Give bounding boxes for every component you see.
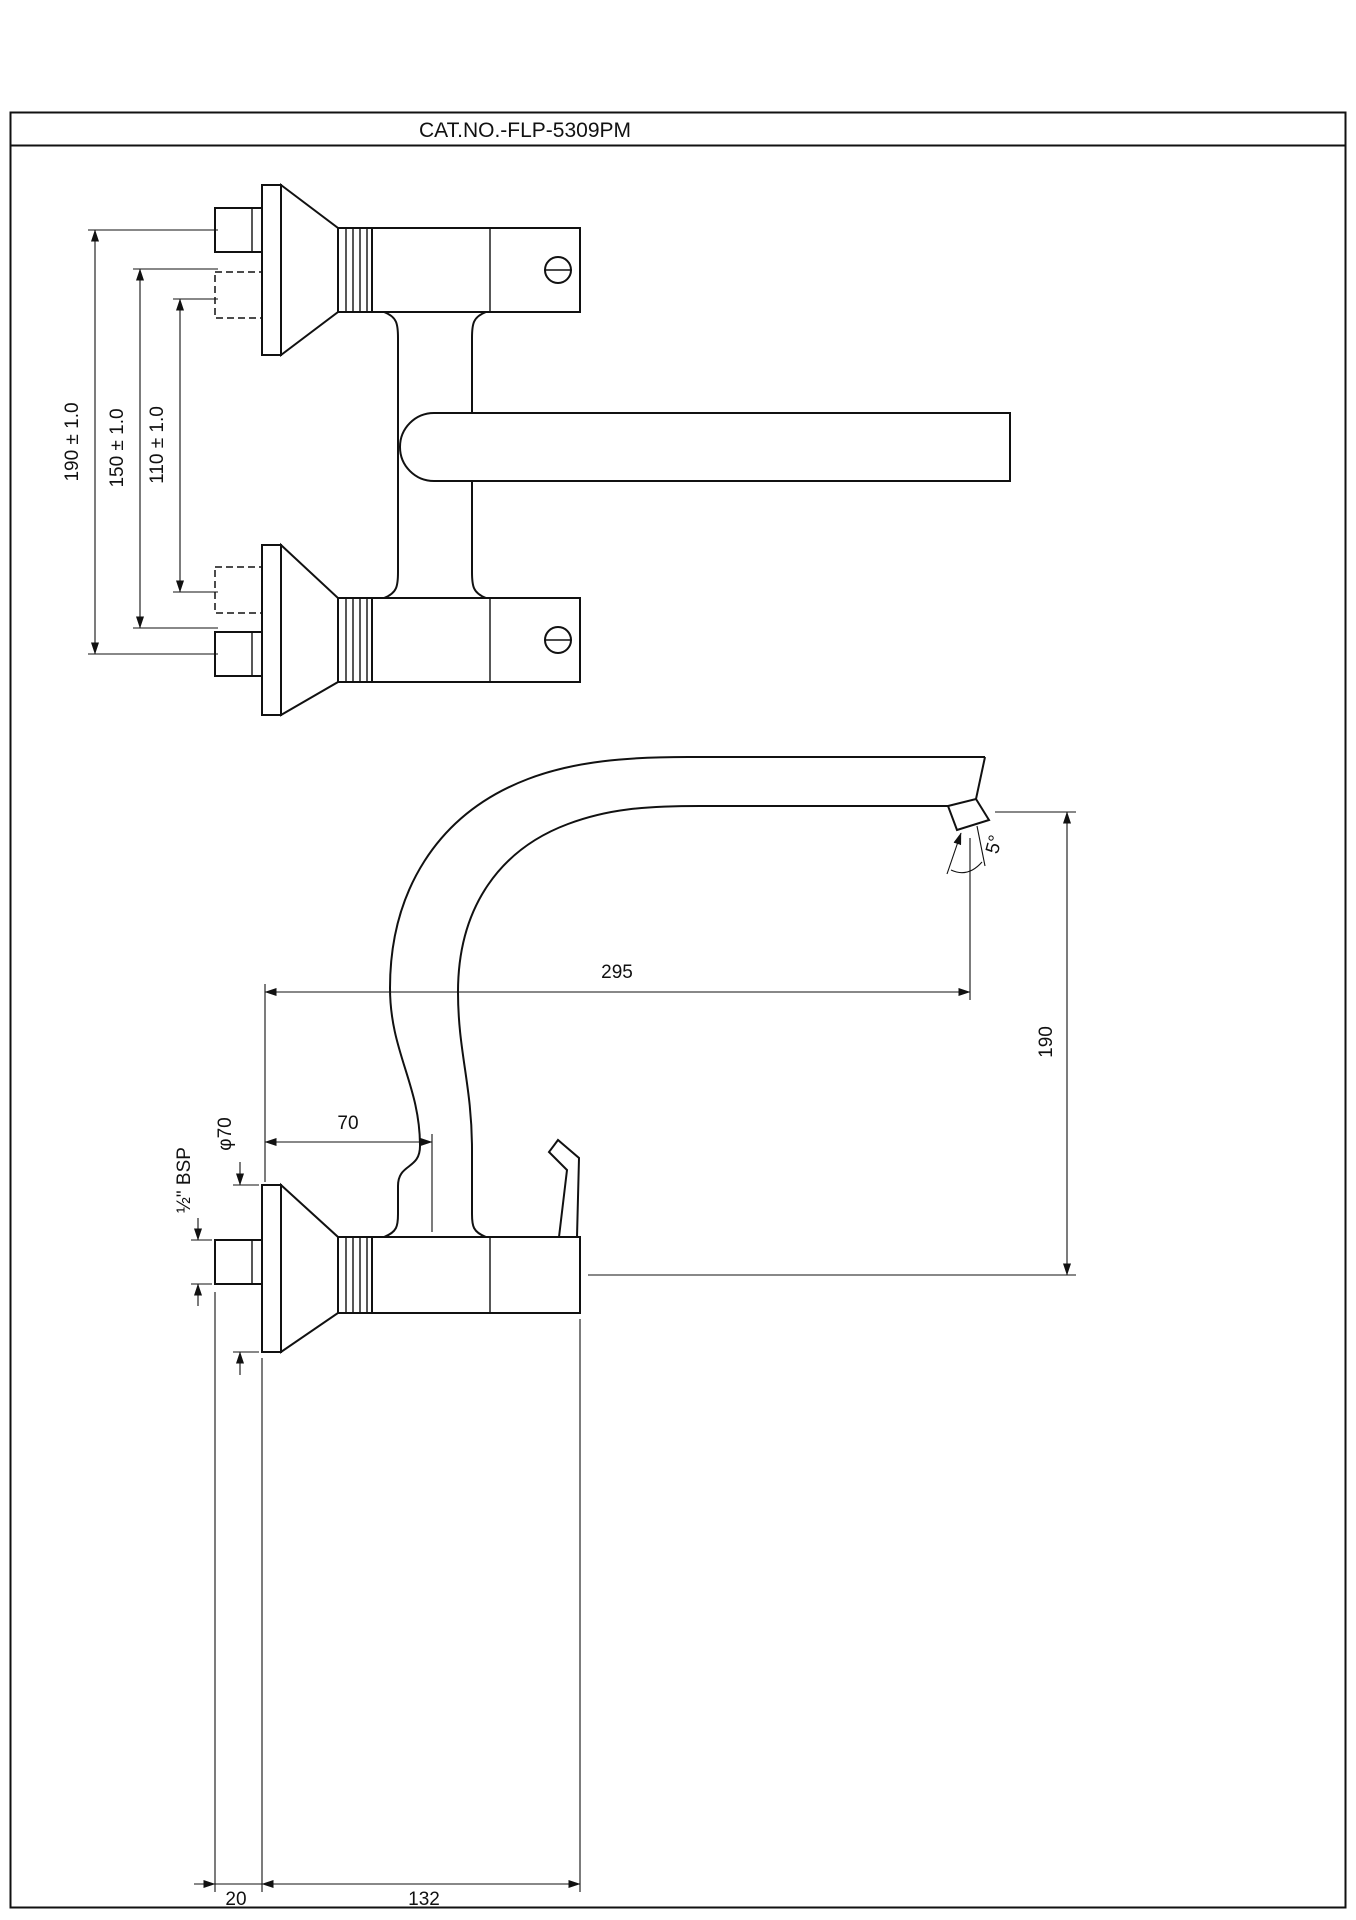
top-escutcheon-plate [261,184,282,356]
dim-label-body-length: 132 [408,1889,440,1910]
side-inlet-nut [214,1239,263,1285]
catalog-number: CAT.NO.-FLP-5309PM [419,119,631,142]
side-escutcheon-plate [261,1184,282,1353]
dim-label-spout-reach: 295 [601,962,633,983]
bottom-escutcheon-plate [261,544,282,716]
dim-label-spout-height: 190 [1036,1026,1057,1058]
dim-label-inlet-mid: 150 ± 1.0 [107,408,128,487]
angle-reference-line [976,825,986,867]
side-dimensions: 295 190 70 φ70 [174,811,1076,1910]
dim-label-outlet-angle: 5° [982,833,1007,856]
bottom-inlet-nut [214,631,263,677]
bottom-collar-knurling [345,598,368,682]
spout-outer-profile [383,756,985,1238]
outlet-angle-callout: 5° [946,825,1007,875]
top-escutcheon-cone [280,182,339,358]
dim-label-flange-diameter: φ70 [215,1117,236,1150]
title-block: CAT.NO.-FLP-5309PM [9,111,1347,1909]
front-dimensions: 190 ± 1.0 150 ± 1.0 110 ± 1.0 [62,229,218,655]
spout-outlet-nozzle [946,797,991,832]
dim-wall-offset: 70 [264,1113,433,1232]
dim-inlet-min: 110 ± 1.0 [147,298,218,593]
angle-arc [950,861,983,874]
dim-inlet-max: 190 ± 1.0 [62,229,218,655]
side-valve-body [371,1236,581,1314]
riser-left-edge [383,311,399,599]
dim-flange-diameter: φ70 [215,1117,259,1375]
front-bottom-assembly [214,542,581,717]
dim-spout-height: 190 [588,811,1076,1276]
spout-bar [399,412,1011,482]
front-top-assembly [214,182,581,358]
dim-label-inlet-min: 110 ± 1.0 [147,406,168,484]
side-escutcheon-cone [280,1182,339,1354]
spout-end-face [975,756,986,800]
dim-spout-reach: 295 [264,838,971,1182]
dim-inlet-mid: 150 ± 1.0 [107,268,218,629]
side-handle-lever [547,1138,581,1238]
dim-inlet-thread: ½" BSP [174,1147,212,1306]
side-view: 5° 295 190 70 [174,756,1076,1910]
front-view: 190 ± 1.0 150 ± 1.0 110 ± 1.0 [62,182,1011,717]
spout-inner-profile [456,805,950,1238]
dim-label-inlet-thread: ½" BSP [174,1147,195,1213]
top-inlet-nut [214,207,263,253]
bottom-inlet-nut-alt-position [214,566,263,614]
top-inlet-nut-alt-position [214,271,263,319]
bottom-escutcheon-cone [280,542,339,717]
side-collar-knurling [345,1237,368,1313]
angle-leader-line [946,832,962,875]
side-spout [383,756,991,1238]
dim-label-wall-offset: 70 [337,1113,358,1134]
dim-label-inlet-max: 190 ± 1.0 [62,402,83,481]
side-body-assembly [214,1138,581,1354]
dim-bottom-chain: 20 132 [194,1292,581,1910]
drawing-border [9,111,1347,1909]
dim-label-nut-depth: 20 [225,1889,246,1910]
top-collar-knurling [345,228,368,312]
